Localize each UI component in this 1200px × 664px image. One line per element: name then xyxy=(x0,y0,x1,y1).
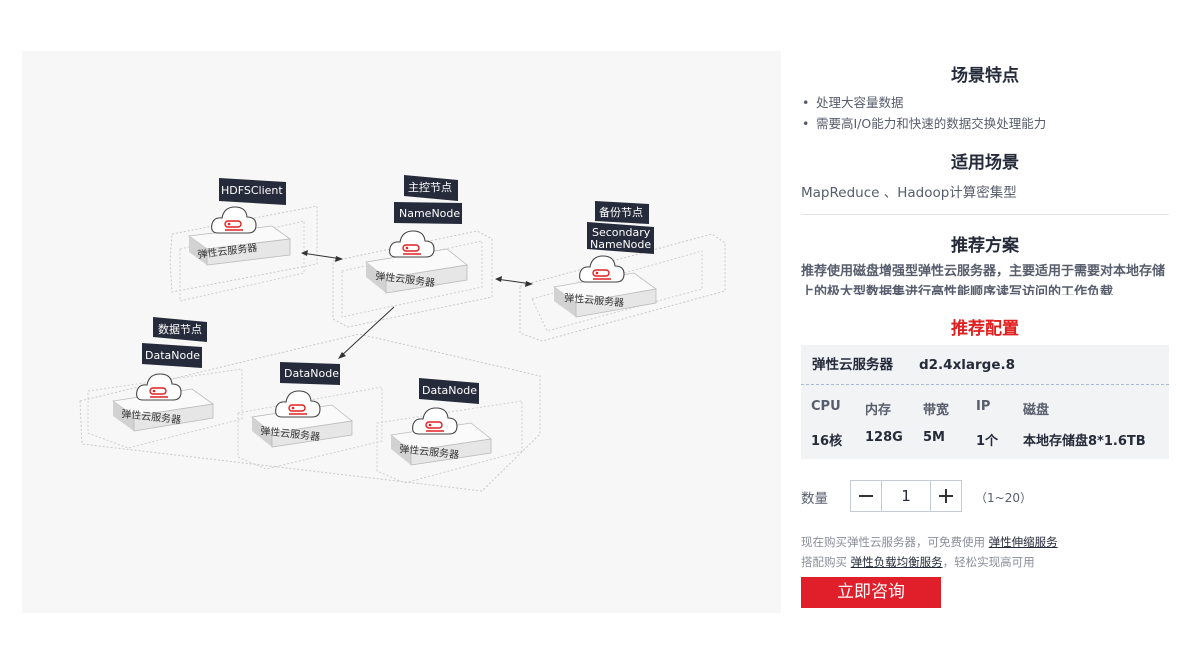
data-node-label: 数据节点 xyxy=(158,322,202,336)
connector-namenode-secondary xyxy=(495,276,533,287)
config-header: 弹性云服务器 d2.4xlarge.8 xyxy=(801,345,1169,385)
server-datanode-3: 弹性云服务器 xyxy=(390,407,492,466)
quantity-row: 数量 （1~20） xyxy=(801,480,1169,512)
datanode-label: DataNode xyxy=(422,384,477,397)
recommendation-text: 推荐使用磁盘增强型弹性云服务器，主要适用于需要对本地存储上的极大型数据集进行高性… xyxy=(801,264,1166,295)
promo-text: 搭配购买 xyxy=(801,555,847,569)
config-product: 弹性云服务器 xyxy=(812,357,893,373)
cloud-server-icon xyxy=(388,230,435,258)
server-namenode: 弹性云服务器 xyxy=(365,230,468,294)
applicable-text: MapReduce 、Hadoop计算密集型 xyxy=(801,185,1017,201)
feature-item: 处理大容量数据 xyxy=(801,92,1046,113)
section-divider xyxy=(801,214,1169,215)
datanode-label: DataNode xyxy=(145,349,200,362)
promo-text: 现在购买弹性云服务器，可免费使用 xyxy=(801,535,985,549)
hdfsclient-label: HDFSClient xyxy=(221,184,283,197)
server-secondary-namenode: 弹性云服务器 xyxy=(553,255,657,318)
master-zone xyxy=(332,230,493,328)
spec-header-cpu: CPU xyxy=(811,399,841,414)
consult-button[interactable]: 立即咨询 xyxy=(801,577,941,608)
hadoop-architecture-svg: HDFSClient 主控节点 NameNode 备份节点 Secondary … xyxy=(79,175,726,492)
connector-client-namenode xyxy=(301,250,343,262)
connector-namenode-datanode xyxy=(338,306,395,359)
spec-value-ip: 1个 xyxy=(976,434,999,449)
recommendation-title: 推荐方案 xyxy=(951,236,1019,256)
spec-value-disk: 本地存储盘8*1.6TB xyxy=(1023,434,1146,449)
auto-scaling-link[interactable]: 弹性伸缩服务 xyxy=(988,535,1058,549)
quantity-input[interactable] xyxy=(882,481,930,511)
backup-node-tag: 备份节点 xyxy=(595,201,649,224)
namenode-tag: NameNode xyxy=(394,202,462,224)
secondary-namenode-tag: Secondary NameNode xyxy=(587,222,654,254)
features-list: 处理大容量数据 需要高I/O能力和快速的数据交换处理能力 xyxy=(801,92,1046,134)
quantity-range: （1~20） xyxy=(975,491,1032,505)
master-node-label: 主控节点 xyxy=(408,180,452,194)
quantity-stepper xyxy=(850,480,962,512)
datanode-tag-2: DataNode xyxy=(280,362,340,385)
spec-header-disk: 磁盘 xyxy=(1023,403,1050,418)
info-panel: 场景特点 处理大容量数据 需要高I/O能力和快速的数据交换处理能力 适用场景 M… xyxy=(801,51,1169,613)
spec-header-ip: IP xyxy=(976,399,991,414)
promo-line-1: 现在购买弹性云服务器，可免费使用 弹性伸缩服务 xyxy=(801,534,1058,550)
cloud-server-icon xyxy=(274,390,321,418)
data-zone xyxy=(79,333,541,492)
backup-zone xyxy=(519,233,726,342)
spec-value-memory: 128G xyxy=(865,430,903,445)
secondary-namenode-label: NameNode xyxy=(590,238,651,251)
backup-node-label: 备份节点 xyxy=(599,205,643,219)
spec-header-memory: 内存 xyxy=(865,403,892,418)
cloud-server-icon xyxy=(411,407,458,435)
config-title: 推荐配置 xyxy=(951,319,1019,339)
spec-value-bandwidth: 5M xyxy=(923,430,945,445)
feature-item: 需要高I/O能力和快速的数据交换处理能力 xyxy=(801,113,1046,134)
namenode-label: NameNode xyxy=(399,207,460,220)
server-datanode-1: 弹性云服务器 xyxy=(111,373,215,432)
load-balancer-link[interactable]: 弹性负载均衡服务 xyxy=(850,555,943,569)
promo-line-2: 搭配购买 弹性负载均衡服务，轻松实现高可用 xyxy=(801,554,1035,570)
spec-header-bandwidth: 带宽 xyxy=(923,403,950,418)
hdfsclient-tag: HDFSClient xyxy=(219,178,286,205)
config-card: 弹性云服务器 d2.4xlarge.8 CPU 内存 带宽 IP 磁盘 16核 1… xyxy=(801,345,1169,459)
datanode-tag-1: DataNode xyxy=(142,343,202,368)
cloud-server-icon xyxy=(210,206,257,234)
server-datanode-2: 弹性云服务器 xyxy=(251,390,353,448)
applicable-title: 适用场景 xyxy=(951,153,1019,173)
data-node-tag: 数据节点 xyxy=(153,317,207,342)
quantity-increment-button[interactable] xyxy=(930,481,961,511)
promo-suffix: ，轻松实现高可用 xyxy=(942,555,1035,569)
server-hdfsclient: 弹性云服务器 xyxy=(187,206,292,266)
secondary-label: Secondary xyxy=(592,226,651,239)
quantity-decrement-button[interactable] xyxy=(851,481,882,511)
architecture-diagram: HDFSClient 主控节点 NameNode 备份节点 Secondary … xyxy=(22,51,781,613)
master-node-tag: 主控节点 xyxy=(404,175,458,201)
features-title: 场景特点 xyxy=(951,66,1019,86)
spec-value-cpu: 16核 xyxy=(811,434,843,449)
quantity-label: 数量 xyxy=(801,491,828,507)
datanode-tag-3: DataNode xyxy=(419,378,479,404)
config-model: d2.4xlarge.8 xyxy=(919,357,1016,373)
datanode-label: DataNode xyxy=(284,367,339,380)
